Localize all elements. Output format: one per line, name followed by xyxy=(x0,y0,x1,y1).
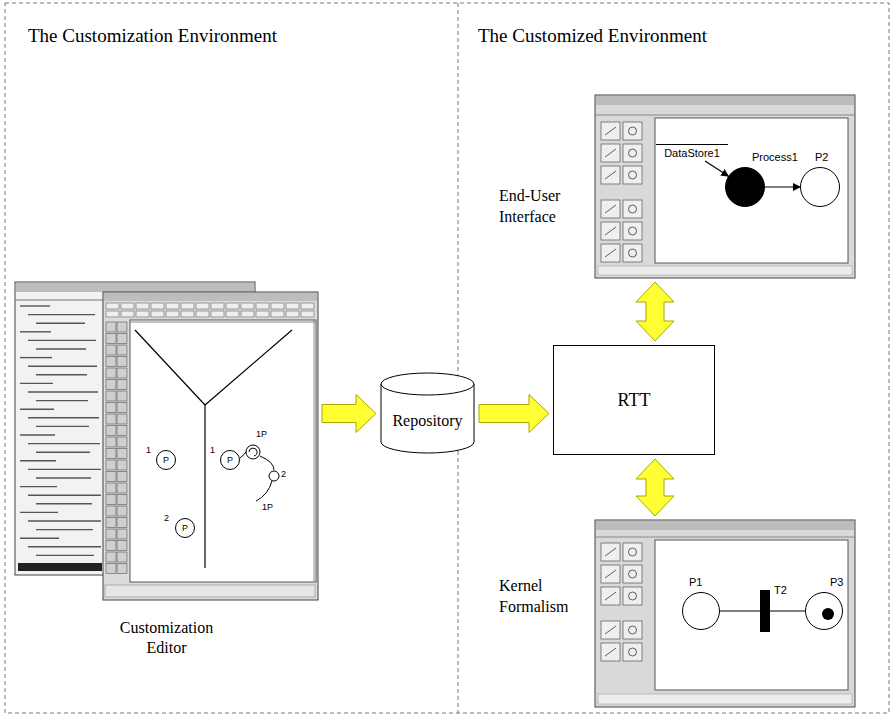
node-text: P2 xyxy=(815,151,828,163)
node-text: P3 xyxy=(830,576,843,588)
callout-number: 2 xyxy=(164,514,169,524)
block-arrow xyxy=(322,395,376,433)
callout-number: 1 xyxy=(146,446,151,456)
node-text: P xyxy=(227,455,233,465)
callout-number: 1P xyxy=(256,430,267,440)
callout-number: 1P xyxy=(262,503,273,513)
place-circle: P xyxy=(175,518,195,538)
connector-line xyxy=(705,161,728,176)
data-store: DataStore1 xyxy=(656,144,728,161)
block-arrow xyxy=(636,459,674,516)
drawing-window xyxy=(103,292,318,600)
place-circle: P xyxy=(220,450,240,470)
node-text: Kernel Formalism xyxy=(499,575,587,617)
place-circle: P3 xyxy=(805,592,843,630)
section-title: The Customization Environment xyxy=(28,26,277,47)
outer-dashed-border xyxy=(5,3,889,713)
end-user-window xyxy=(595,95,855,278)
node-text: Repository xyxy=(392,412,462,430)
transition-bar: T2 xyxy=(760,590,770,632)
node-text: RTT xyxy=(618,390,651,411)
node-text: T2 xyxy=(774,584,787,596)
end-user-window: End-User InterfaceDataStore1Process1P2 xyxy=(595,95,855,278)
token-dot xyxy=(822,608,834,620)
process-circle: Process1 xyxy=(725,167,765,207)
connector-line xyxy=(770,610,805,611)
block-arrow xyxy=(479,395,549,433)
node-text: Customization Editor xyxy=(102,618,232,658)
connector-line xyxy=(765,186,800,187)
place-circle: P1 xyxy=(682,592,720,630)
node-text: DataStore1 xyxy=(664,147,720,159)
place-circle: P2 xyxy=(800,167,840,207)
node-text: P xyxy=(163,455,169,465)
node-text: End-User Interface xyxy=(499,185,587,227)
repository-cylinder: Repository xyxy=(380,372,475,455)
callout-number: 1 xyxy=(210,446,215,456)
divider-line xyxy=(458,3,459,713)
place-circle: P xyxy=(156,450,176,470)
editor-window: Customization EditorPPP xyxy=(15,282,318,600)
node-text: P1 xyxy=(689,576,702,588)
node-text: Process1 xyxy=(752,151,798,163)
node-text: P xyxy=(182,523,188,533)
section-title: The Customized Environment xyxy=(478,26,707,47)
kernel-window: Kernel FormalismP1T2P3 xyxy=(595,520,855,707)
kernel-window xyxy=(595,520,855,707)
callout-number: 2 xyxy=(281,470,286,480)
connector-line xyxy=(720,610,760,611)
block-arrow xyxy=(636,282,674,341)
rtt-box: RTT xyxy=(553,345,715,455)
